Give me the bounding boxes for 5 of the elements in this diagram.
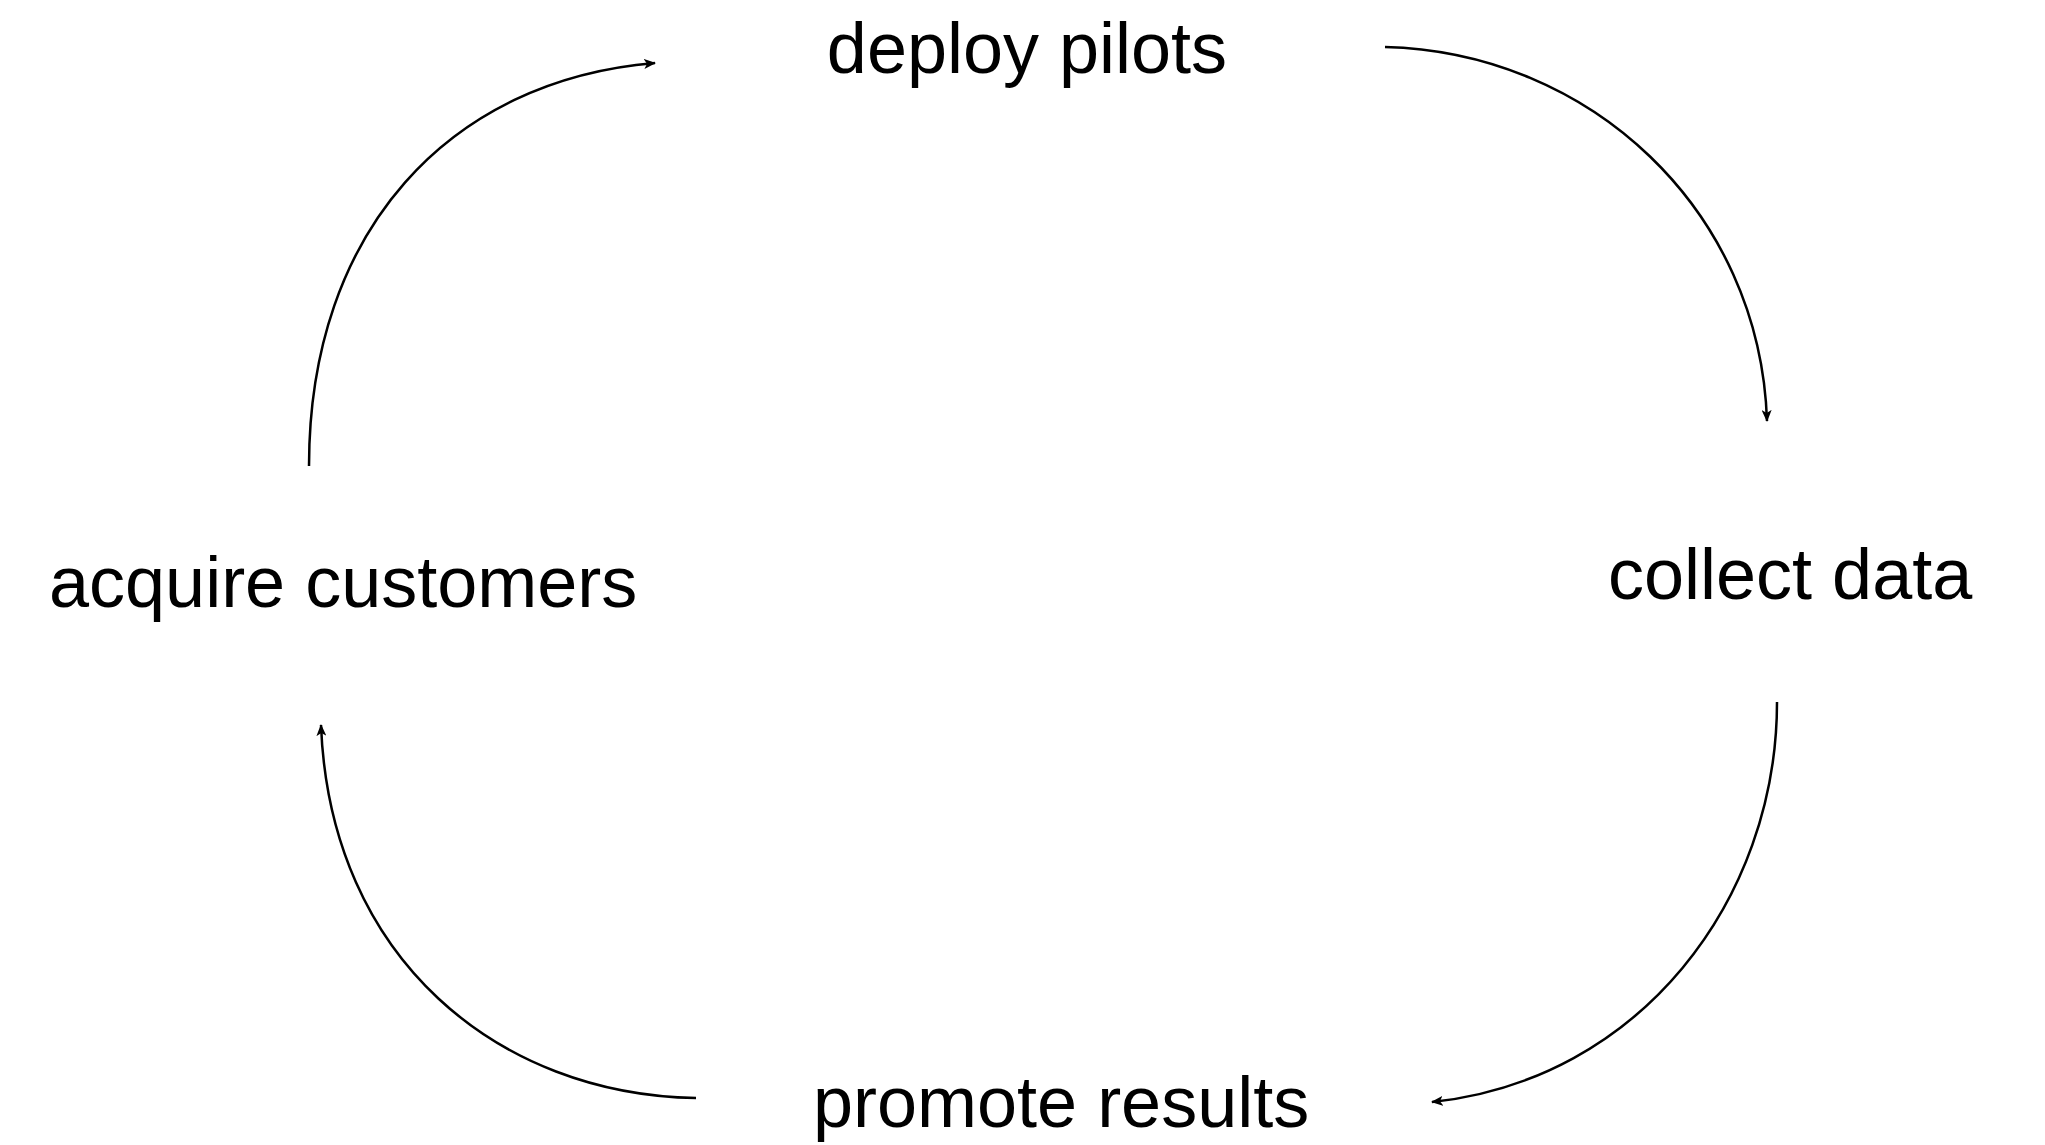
cycle-arrow [317,724,697,1100]
step-label: collect data [1608,538,1973,610]
cycle-arrow [1431,701,1779,1106]
cycle-arrow [1384,45,1771,422]
cycle-arrow [307,59,656,467]
